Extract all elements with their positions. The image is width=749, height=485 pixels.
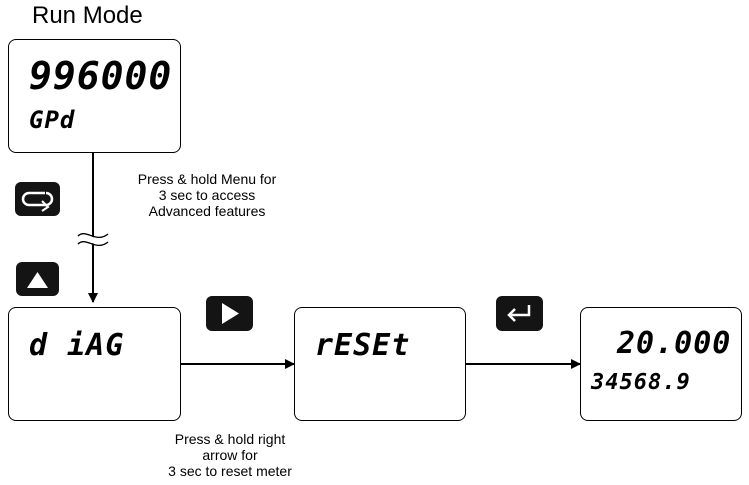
result-top: 20.000 <box>617 326 732 361</box>
menu-hold-note: Press & hold Menu for 3 sec to access Ad… <box>137 171 277 219</box>
right-arrow-icon <box>222 303 239 324</box>
reset-display: rESEt <box>294 307 466 421</box>
run-mode-display: 996000 GPd <box>8 39 181 153</box>
run-mode-value: 996000 <box>29 54 173 98</box>
diag-text: d iAG <box>29 328 125 363</box>
reset-text: rESEt <box>315 328 411 363</box>
enter-icon <box>507 305 531 322</box>
result-display: 20.000 34568.9 <box>580 307 742 421</box>
result-bottom: 34568.9 <box>591 370 691 395</box>
enter-button[interactable] <box>496 296 543 331</box>
right-hold-note: Press & hold right arrow for 3 sec to re… <box>168 431 292 479</box>
up-button[interactable] <box>16 262 59 296</box>
run-mode-title: Run Mode <box>32 2 143 29</box>
right-button[interactable] <box>206 296 253 331</box>
menu-cycle-icon <box>21 191 54 212</box>
break-symbol <box>75 234 110 245</box>
diag-display: d iAG <box>8 307 181 421</box>
run-mode-unit: GPd <box>29 106 76 134</box>
menu-button[interactable] <box>15 182 60 216</box>
up-arrow-icon <box>27 272 48 288</box>
